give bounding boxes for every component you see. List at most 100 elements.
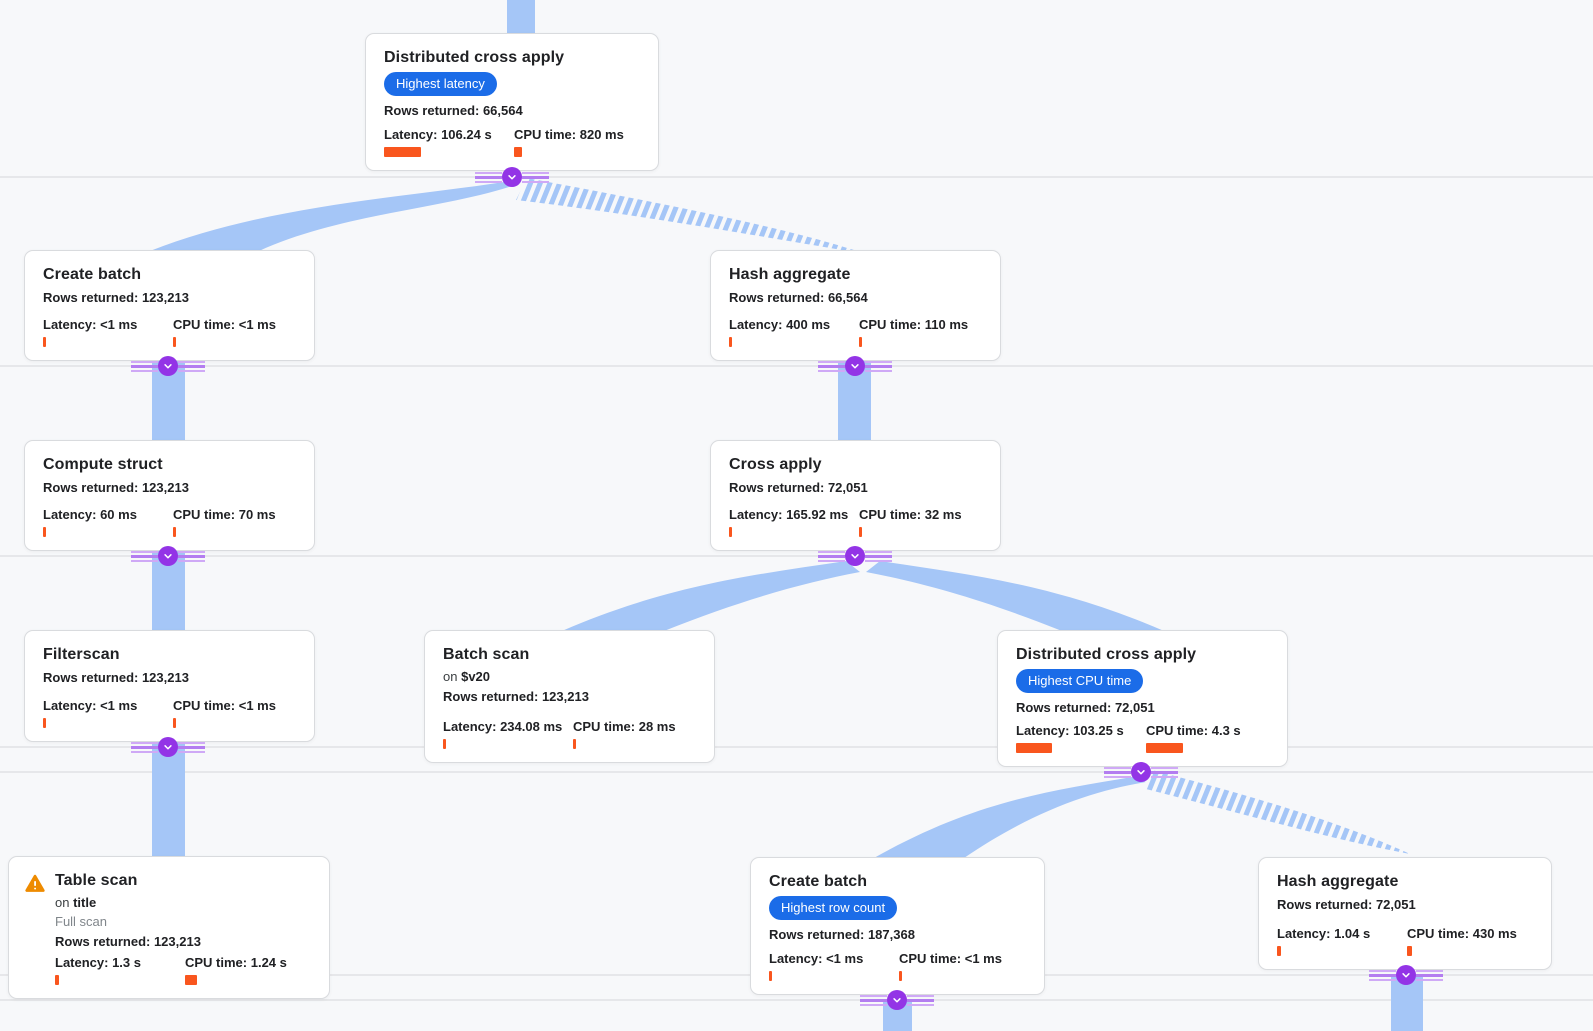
expand-connector-compute-struct[interactable]: [131, 546, 205, 566]
plan-node-cross-apply[interactable]: Cross apply Rows returned: 72,051 Latenc…: [710, 440, 1001, 551]
metrics-row: Latency: 60 ms CPU time: 70 ms: [43, 507, 302, 537]
rows-returned: Rows returned: 123,213: [43, 670, 189, 685]
cpu-time-bar: [859, 527, 862, 537]
cpu-time-label: CPU time: 430 ms: [1407, 926, 1517, 941]
metrics-row: Latency: 106.24 s CPU time: 820 ms: [384, 127, 646, 157]
rows-returned: Rows returned: 187,368: [769, 927, 915, 942]
metrics-row: Latency: 1.04 s CPU time: 430 ms: [1277, 926, 1539, 956]
plan-node-hash-aggregate[interactable]: Hash aggregate Rows returned: 66,564 Lat…: [710, 250, 1001, 361]
connector-stripes-right: [178, 550, 205, 562]
metrics-row: Latency: <1 ms CPU time: <1 ms: [43, 698, 302, 728]
edge-compute-struct-to-filterscan: [152, 551, 185, 631]
expand-connector-create-batch[interactable]: [131, 356, 205, 376]
node-title: Batch scan: [443, 646, 530, 663]
latency-label: Latency: 103.25 s: [1016, 723, 1124, 738]
cpu-time-bar: [173, 527, 176, 537]
latency-bar: [1016, 743, 1052, 753]
full-scan-note: Full scan: [55, 914, 108, 929]
connector-stripes-right: [178, 360, 205, 372]
chevron-down-icon: [1131, 762, 1151, 782]
warning-icon: [25, 874, 45, 892]
plan-node-compute-struct[interactable]: Compute struct Rows returned: 123,213 La…: [24, 440, 315, 551]
plan-node-batch-scan[interactable]: Batch scan on $v20 Rows returned: 123,21…: [424, 630, 715, 763]
latency-bar: [729, 527, 732, 537]
rows-returned: Rows returned: 123,213: [43, 480, 189, 495]
cpu-time-label: CPU time: 820 ms: [514, 127, 624, 142]
cpu-time-bar: [573, 739, 576, 749]
highest-latency-badge: Highest latency: [384, 72, 497, 96]
connector-stripes-left: [818, 550, 845, 562]
cpu-time-bar: [173, 337, 176, 347]
cpu-time-label: CPU time: <1 ms: [899, 951, 1002, 966]
highest-cpu-time-badge: Highest CPU time: [1016, 669, 1144, 693]
latency-bar: [443, 739, 446, 749]
plan-node-hash-aggregate-2[interactable]: Hash aggregate Rows returned: 72,051 Lat…: [1258, 857, 1552, 970]
plan-node-distributed-cross-apply-2[interactable]: Distributed cross apply Highest CPU time…: [997, 630, 1288, 767]
metrics-row: Latency: 400 ms CPU time: 110 ms: [729, 317, 988, 347]
cpu-time-bar: [514, 147, 522, 157]
node-title: Distributed cross apply: [1016, 646, 1197, 663]
expand-connector-create-batch-2[interactable]: [860, 990, 934, 1010]
cpu-time-bar: [859, 337, 862, 347]
connector-stripes-left: [131, 550, 158, 562]
expand-connector-filterscan[interactable]: [131, 737, 205, 757]
connector-stripes-left: [1369, 969, 1396, 981]
chevron-down-icon: [845, 546, 865, 566]
node-title: Table scan: [55, 872, 138, 889]
connector-stripes-left: [131, 741, 158, 753]
cpu-time-label: CPU time: 4.3 s: [1146, 723, 1241, 738]
expand-connector-distributed-cross-apply-2[interactable]: [1104, 762, 1178, 782]
connector-stripes-right: [1416, 969, 1443, 981]
plan-node-create-batch-2[interactable]: Create batch Highest row count Rows retu…: [750, 857, 1045, 995]
edge-create-batch-to-compute-struct: [152, 361, 185, 441]
connector-stripes-right: [522, 171, 549, 183]
plan-node-table-scan[interactable]: Table scan on title Full scan Rows retur…: [8, 856, 330, 999]
cpu-time-bar: [1146, 743, 1183, 753]
metrics-row: Latency: <1 ms CPU time: <1 ms: [43, 317, 302, 347]
plan-node-create-batch[interactable]: Create batch Rows returned: 123,213 Late…: [24, 250, 315, 361]
latency-bar: [43, 527, 46, 537]
latency-bar: [43, 337, 46, 347]
plan-node-distributed-cross-apply-root[interactable]: Distributed cross apply Highest latency …: [365, 33, 659, 171]
cpu-time-label: CPU time: 70 ms: [173, 507, 276, 522]
plan-node-filterscan[interactable]: Filterscan Rows returned: 123,213 Latenc…: [24, 630, 315, 742]
edge-below-hash-aggregate-2: [1391, 975, 1423, 1031]
latency-bar: [1277, 946, 1281, 956]
cpu-time-label: CPU time: 110 ms: [859, 317, 969, 332]
cpu-time-label: CPU time: 1.24 s: [185, 955, 287, 970]
latency-label: Latency: 1.3 s: [55, 955, 141, 970]
chevron-down-icon: [502, 167, 522, 187]
expand-connector-hash-aggregate-2[interactable]: [1369, 965, 1443, 985]
expand-connector-cross-apply[interactable]: [818, 546, 892, 566]
connector-stripes-right: [907, 994, 934, 1006]
node-title: Cross apply: [729, 456, 822, 473]
highest-row-count-badge: Highest row count: [769, 896, 898, 920]
edge-filterscan-to-table-scan: [152, 742, 185, 857]
metrics-row: Latency: 165.92 ms CPU time: 32 ms: [729, 507, 988, 537]
rows-returned: Rows returned: 66,564: [384, 103, 523, 118]
node-title: Distributed cross apply: [384, 49, 565, 66]
node-title: Hash aggregate: [1277, 873, 1399, 890]
cpu-time-bar: [185, 975, 197, 985]
latency-label: Latency: 1.04 s: [1277, 926, 1371, 941]
edge-cross-apply-to-batch-scan: [562, 561, 860, 631]
edge-hash-aggregate-to-cross-apply: [838, 361, 871, 441]
expand-connector-root[interactable]: [475, 167, 549, 187]
expand-connector-hash-aggregate[interactable]: [818, 356, 892, 376]
edge-root-to-create-batch: [150, 182, 512, 251]
rows-returned: Rows returned: 72,051: [729, 480, 868, 495]
cpu-time-bar: [1407, 946, 1412, 956]
chevron-down-icon: [158, 356, 178, 376]
chevron-down-icon: [158, 737, 178, 757]
node-title: Compute struct: [43, 456, 163, 473]
connector-stripes-right: [865, 550, 892, 562]
metrics-row: Latency: 103.25 s CPU time: 4.3 s: [1016, 723, 1275, 753]
latency-bar: [43, 718, 46, 728]
latency-bar: [729, 337, 732, 347]
rows-returned: Rows returned: 72,051: [1016, 700, 1155, 715]
scan-target: on $v20: [443, 669, 491, 684]
chevron-down-icon: [158, 546, 178, 566]
latency-label: Latency: 234.08 ms: [443, 719, 563, 734]
latency-label: Latency: 60 ms: [43, 507, 137, 522]
connector-stripes-left: [818, 360, 845, 372]
